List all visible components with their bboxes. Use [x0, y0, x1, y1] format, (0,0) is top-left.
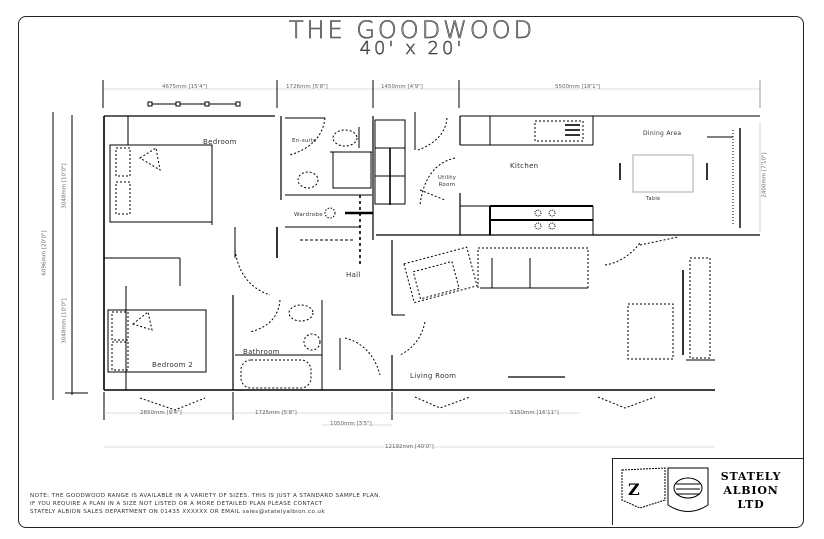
brand-line-2: ALBION: [723, 484, 779, 497]
room-label-ensuite: En-suite: [292, 138, 317, 144]
brand-line-3: LTD: [737, 498, 765, 511]
dim-top-2: 1726mm [5'8"]: [286, 84, 328, 90]
dim-bottom-1: 2850mm [9'4"]: [140, 410, 182, 416]
dim-left-upper: 3048mm [10'0"]: [61, 163, 68, 209]
plan-size: 40' x 20': [359, 38, 465, 60]
dim-right: 2400mm [7'10"]: [761, 152, 768, 198]
room-label-kitchen: Kitchen: [510, 162, 539, 170]
room-label-bedroom-1: Bedroom: [203, 138, 237, 146]
brand-line-1: STATELY: [720, 470, 782, 483]
footer-note: NOTE: THE GOODWOOD RANGE IS AVAILABLE IN…: [30, 492, 460, 516]
room-label-hall: Hall: [346, 271, 361, 279]
logo-frame: [612, 458, 803, 525]
room-label-living-room: Living Room: [410, 372, 457, 380]
note-line-3: STATELY ALBION SALES DEPARTMENT ON 01435…: [30, 509, 326, 515]
room-label-wardrobe: Wardrobe: [294, 212, 323, 218]
dim-bottom-2: 1725mm [5'8"]: [255, 410, 297, 416]
drawing-sheet-border: [18, 16, 804, 528]
dim-top-3: 1450mm [4'9"]: [381, 84, 423, 90]
room-label-utility-room: Utility Room: [437, 175, 457, 188]
brand-name: STATELY ALBION LTD: [716, 470, 786, 512]
room-label-bathroom: Bathroom: [243, 348, 280, 356]
dim-overall-length: 12192mm [40'0"]: [385, 444, 434, 450]
dim-bottom-3: 5150mm [16'11"]: [510, 410, 559, 416]
dim-top-1: 4675mm [15'4"]: [162, 84, 208, 90]
plan-title: THE GOODWOOD: [288, 16, 536, 45]
room-label-bedroom-2: Bedroom 2: [152, 361, 194, 369]
dim-left-overall: 6096mm [20'0"]: [41, 230, 48, 276]
note-line-1: NOTE: THE GOODWOOD RANGE IS AVAILABLE IN…: [30, 493, 381, 499]
note-line-2: IF YOU REQUIRE A PLAN IN A SIZE NOT LIST…: [30, 501, 323, 507]
dim-left-lower: 3048mm [10'0"]: [61, 298, 68, 344]
dim-bottom-sub: 1050mm [3'5"]: [330, 421, 372, 427]
room-label-dining-area: Dining Area: [643, 130, 682, 137]
dim-top-4: 5500mm [18'1"]: [555, 84, 601, 90]
dining-table-label: Table: [646, 196, 661, 202]
